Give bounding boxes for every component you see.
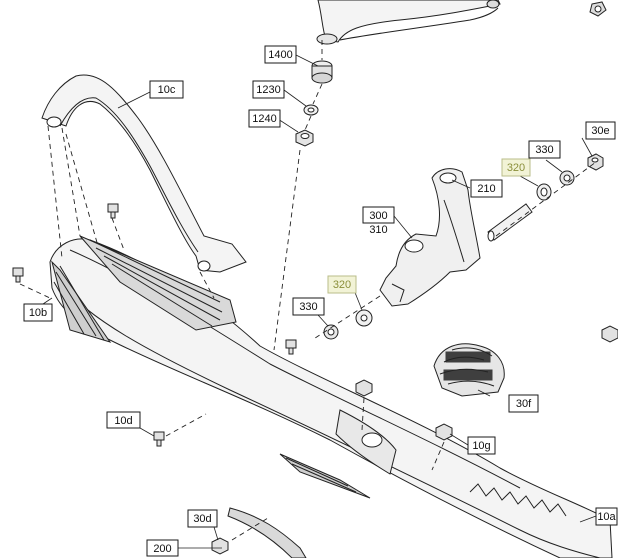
callout-10b-label: 10b bbox=[29, 307, 47, 319]
bushing-1400 bbox=[311, 60, 333, 84]
nut-1240 bbox=[295, 129, 314, 147]
callout-300: 300 bbox=[362, 206, 395, 224]
callout-10c-label: 10c bbox=[158, 84, 176, 96]
nut-30e bbox=[587, 153, 604, 171]
callout-10b: 10b bbox=[23, 303, 53, 322]
bolt-30d bbox=[211, 537, 229, 555]
callout-310: 310 bbox=[369, 224, 387, 236]
callout-330-top: 330 bbox=[528, 140, 561, 159]
bolt-mid bbox=[285, 339, 297, 355]
bolt-top-right bbox=[589, 1, 607, 17]
callout-30d: 30d bbox=[187, 509, 218, 528]
callout-30d-label: 30d bbox=[193, 513, 211, 525]
callout-200-label: 200 bbox=[153, 543, 171, 555]
nut-mid bbox=[355, 379, 373, 397]
callout-10a-label: 10a bbox=[597, 511, 616, 523]
callout-300-label: 300 bbox=[369, 210, 387, 222]
callout-10c: 10c bbox=[149, 80, 184, 99]
spacer-330-mid bbox=[323, 324, 339, 340]
nut-right-edge bbox=[601, 325, 618, 343]
callout-10d: 10d bbox=[106, 411, 141, 429]
nut-10g bbox=[435, 423, 453, 441]
ski-body bbox=[49, 235, 613, 558]
callout-30f: 30f bbox=[508, 394, 539, 413]
callout-320-top: 320 bbox=[501, 158, 531, 177]
callout-1240: 1240 bbox=[248, 109, 281, 128]
bolt-10b-top bbox=[107, 203, 119, 219]
washer-320-mid bbox=[355, 309, 373, 327]
washer-320-top bbox=[536, 183, 552, 201]
runner-200 bbox=[227, 507, 307, 558]
callout-1400-label: 1400 bbox=[268, 49, 292, 61]
bolt-10d bbox=[153, 431, 165, 447]
assembly-lines bbox=[19, 40, 597, 541]
callout-1240-label: 1240 bbox=[252, 113, 276, 125]
callout-210: 210 bbox=[470, 179, 503, 198]
callout-10d-label: 10d bbox=[114, 415, 132, 427]
ski-handle-10c bbox=[41, 74, 247, 273]
callout-30e-label: 30e bbox=[591, 125, 609, 137]
callout-1230-label: 1230 bbox=[256, 84, 280, 96]
callout-1400: 1400 bbox=[264, 45, 297, 64]
callout-310-label: 310 bbox=[369, 224, 387, 236]
callout-210-label: 210 bbox=[477, 183, 495, 195]
callout-10g: 10g bbox=[467, 436, 496, 455]
callout-330-mid: 330 bbox=[292, 297, 325, 316]
callout-320-top-label: 320 bbox=[507, 162, 525, 174]
callout-30e: 30e bbox=[585, 121, 616, 140]
callout-320-mid: 320 bbox=[327, 275, 357, 294]
axle-210 bbox=[487, 203, 533, 242]
callout-200: 200 bbox=[146, 539, 179, 557]
callout-10a: 10a bbox=[595, 507, 618, 526]
washer-1230 bbox=[303, 104, 319, 116]
rubber-bumper-30f bbox=[433, 343, 505, 397]
spindle-bracket-300 bbox=[379, 168, 481, 307]
spacer-330-top bbox=[559, 170, 575, 186]
callout-10g-label: 10g bbox=[472, 440, 490, 452]
bolt-10b bbox=[12, 267, 24, 283]
callout-leaders bbox=[39, 54, 597, 549]
callout-320-mid-label: 320 bbox=[333, 279, 351, 291]
callout-330-mid-label: 330 bbox=[299, 301, 317, 313]
spindle-top-part bbox=[316, 0, 501, 45]
callout-330-top-label: 330 bbox=[535, 144, 553, 156]
callout-1230: 1230 bbox=[252, 80, 285, 99]
callout-30f-label: 30f bbox=[516, 398, 532, 410]
